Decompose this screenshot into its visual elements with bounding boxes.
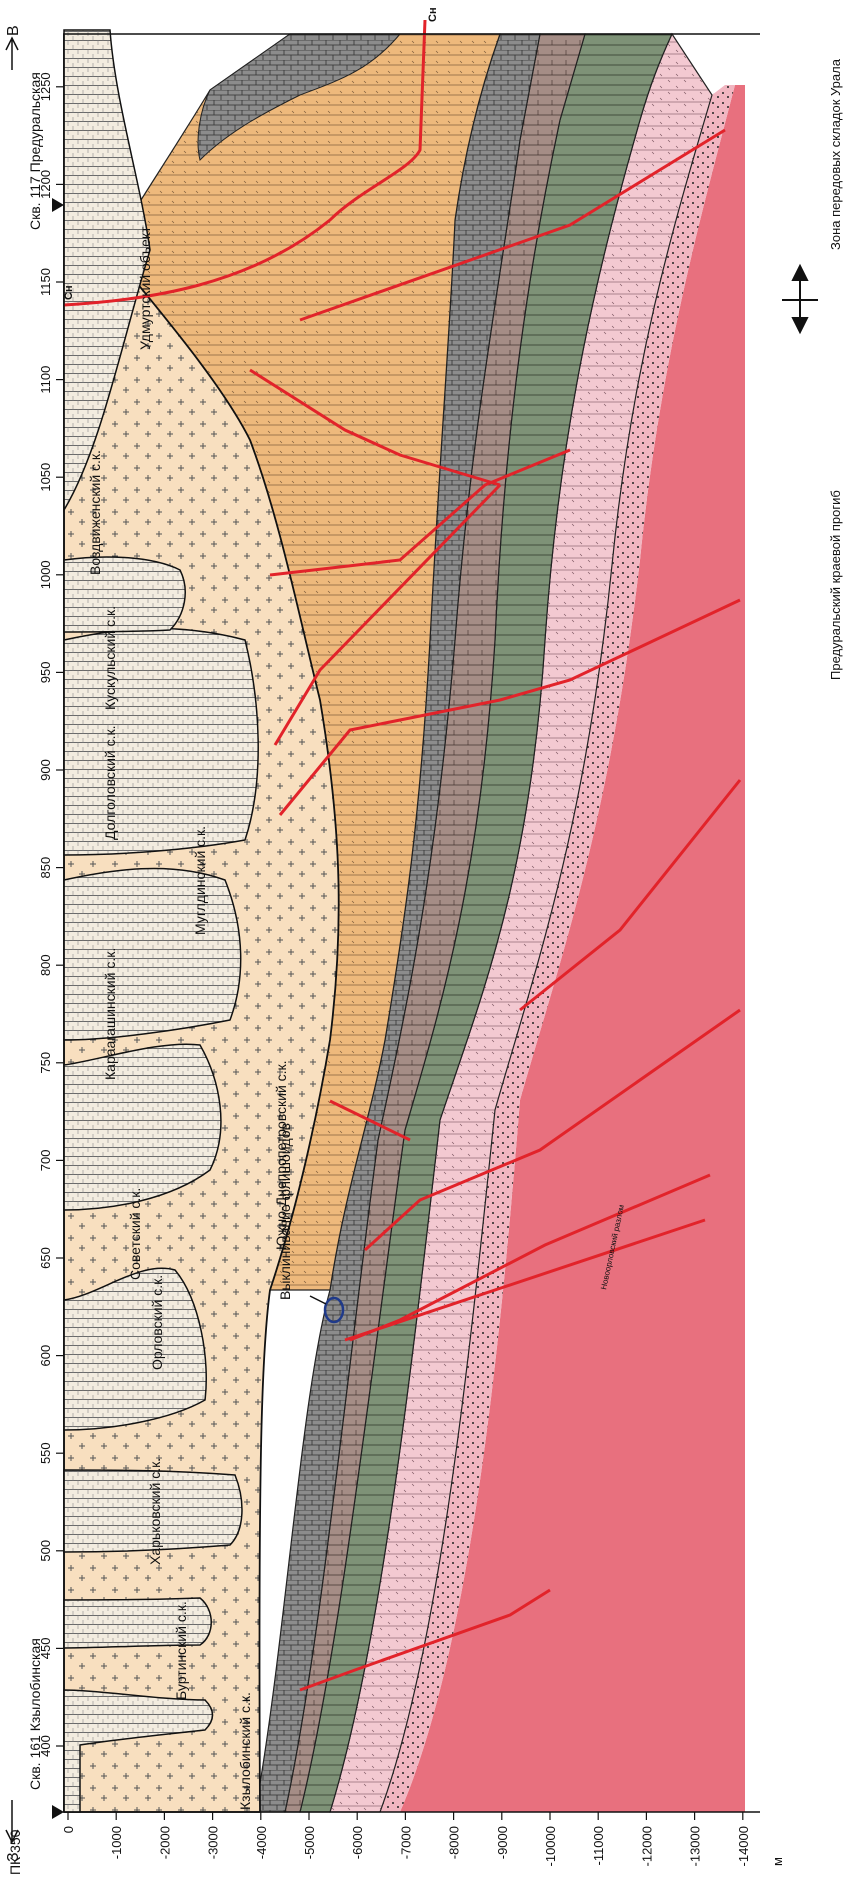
picket-tick-label: 900 — [38, 759, 53, 781]
picket-tick-label: 1150 — [38, 268, 53, 296]
picket-start-label: ПК 350 — [7, 1829, 23, 1875]
well-label-right: Скв. 117 Предуральская — [27, 72, 43, 230]
interdome-layers-7 — [64, 628, 258, 855]
depth-tick-label: -10000 — [543, 1826, 558, 1866]
depth-tick-label: -13000 — [688, 1826, 703, 1866]
depth-unit-label: м — [770, 1857, 785, 1866]
zone-label-trough: Предуральский краевой прогиб — [828, 490, 843, 680]
salt-dome-label: Долголовский с.к. — [102, 725, 118, 840]
salt-dome-label: Южно-Днепропетровский с.к. — [273, 1060, 289, 1250]
end-label-east: В — [5, 25, 22, 36]
zone-label-folds: Зона передовых складок Урала — [828, 58, 843, 250]
picket-tick-label: 750 — [38, 1052, 53, 1074]
depth-tick-label: -11000 — [591, 1826, 606, 1866]
depth-tick-label: -3000 — [206, 1826, 221, 1859]
udmurt-object-label: Удмуртский объект — [137, 226, 153, 350]
depth-tick-label: -6000 — [350, 1826, 365, 1859]
picket-tick-label: 850 — [38, 857, 53, 879]
picket-tick-label: 500 — [38, 1540, 53, 1562]
depth-tick-label: -9000 — [495, 1826, 510, 1859]
depth-tick-label: -14000 — [736, 1826, 751, 1866]
picket-tick-label: 600 — [38, 1345, 53, 1367]
section-body — [64, 30, 745, 1812]
arrow-east-icon — [6, 38, 18, 70]
pinchout-arrow — [310, 1296, 326, 1304]
depth-tick-label: 0 — [61, 1826, 76, 1833]
salt-dome-label: Кзылобинский с.к. — [237, 1692, 253, 1810]
depth-tick-label: -2000 — [157, 1826, 172, 1859]
salt-dome-label: Орловский с.к. — [149, 1275, 165, 1370]
well-marker-left-icon — [52, 1805, 64, 1819]
interdome-layers-2 — [64, 1598, 211, 1648]
picket-tick-label: 550 — [38, 1442, 53, 1464]
salt-dome-label: Буртинский с.к. — [173, 1601, 189, 1700]
picket-tick-label: 800 — [38, 954, 53, 976]
picket-tick-label: 650 — [38, 1247, 53, 1269]
depth-tick-label: -1000 — [109, 1826, 124, 1859]
interdome-layers-8 — [64, 557, 185, 632]
picket-axis: 4004505005506006507007508008509009501000… — [38, 34, 64, 1812]
salt-dome-label: Воздвиженский с.к. — [87, 450, 103, 575]
depth-tick-label: -7000 — [398, 1826, 413, 1859]
salt-dome-label: Кускульский с.к. — [102, 606, 118, 710]
picket-tick-label: 950 — [38, 662, 53, 684]
picket-tick-label: 1100 — [38, 366, 53, 394]
thrust-label-left: Сн — [63, 285, 75, 300]
picket-tick-label: 1000 — [38, 560, 53, 589]
zone-boundary-arrow-icon — [782, 266, 818, 332]
depth-tick-label: -12000 — [639, 1826, 654, 1866]
depth-axis: 0 -1000 -2000 -3000 -4000 -5000 -6000 -7000 -800… — [61, 1812, 785, 1866]
picket-tick-label: 700 — [38, 1150, 53, 1172]
interdome-layers-6 — [64, 868, 241, 1040]
salt-dome-label: Караагашинский с.к. — [102, 948, 118, 1080]
well-label-left: Скв. 161 Кзылобинская — [27, 1638, 43, 1790]
well-marker-right-icon — [52, 198, 64, 212]
depth-tick-label: -5000 — [302, 1826, 317, 1859]
salt-dome-label: Советский с.к. — [127, 1188, 143, 1280]
salt-dome-label: Муглдинский с.к. — [192, 826, 208, 935]
salt-dome-label: Харьковский с.к. — [147, 1458, 163, 1565]
thrust-label-top: Сн — [427, 7, 439, 22]
picket-tick-label: 1050 — [38, 463, 53, 492]
depth-tick-label: -4000 — [254, 1826, 269, 1859]
depth-tick-label: -8000 — [447, 1826, 462, 1859]
